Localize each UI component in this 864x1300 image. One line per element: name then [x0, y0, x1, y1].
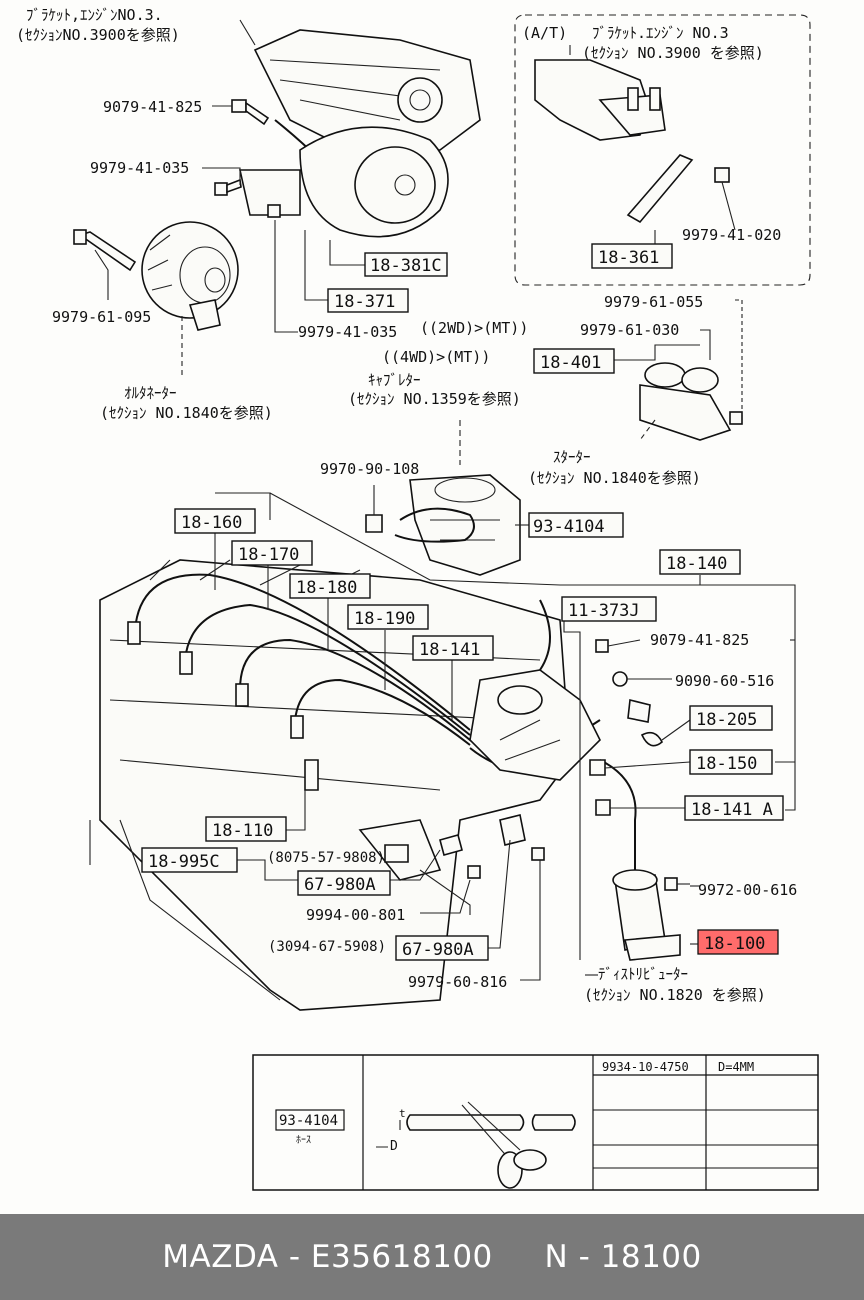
footer-separator: - [278, 1239, 311, 1275]
table-header-part: 9934-10-4750 [602, 1060, 689, 1074]
callout-bolt-9979-60-816: 9979-60-816 [408, 973, 507, 991]
callout-bolt-9979-41-035-mid: 9979-41-035 [298, 323, 397, 341]
at-variant-box [514, 14, 811, 286]
callout-distributor: ﾃﾞｨｽﾄﾘﾋﾞｭｰﾀｰ [598, 965, 688, 983]
callout-clip-9970-90-108: 9970-90-108 [320, 460, 419, 478]
box-18-150: 18-150 [696, 754, 757, 774]
carburetor-drawing [365, 420, 521, 576]
box-67-980a-1: 67-980A [304, 875, 376, 895]
callout-starter: ｽﾀｰﾀｰ [553, 448, 591, 466]
alternator-drawing [141, 221, 239, 331]
callout-bolt-9994-00-801: 9994-00-801 [306, 906, 405, 924]
callout-bracket-engine-no3: ﾌﾞﾗｹｯﾄ,ｴﾝｼﾞﾝNO.3. [26, 6, 163, 24]
table-header-dim: D=4MM [718, 1060, 754, 1074]
footer-brand: MAZDA [162, 1239, 279, 1275]
callout-at-label: (A/T) [522, 24, 567, 42]
callout-note-3094: (3094-67-5908) [268, 939, 386, 955]
callout-bolt-9979-61-095: 9979-61-095 [52, 308, 151, 326]
table-dim-d: D [390, 1139, 398, 1154]
parts-diagram: ﾌﾞﾗｹｯﾄ,ｴﾝｼﾞﾝNO.3. (ｾｸｼｮﾝNO.3900を参照) 9079… [16, 6, 819, 1191]
box-18-160: 18-160 [181, 513, 242, 533]
callout-bolt-9079-41-825-top: 9079-41-825 [103, 98, 202, 116]
box-18-371: 18-371 [334, 292, 395, 312]
distributor-cap-drawing [469, 599, 601, 781]
box-11-373j: 11-373J [568, 601, 640, 621]
box-18-141a: 18-141 A [691, 800, 773, 820]
callout-bolt-9079-41-825-low: 9079-41-825 [650, 631, 749, 649]
box-18-381c: 18-381C [370, 256, 442, 276]
callout-note-4wd-mt: ((4WD)>(MT)) [382, 348, 490, 366]
box-67-980a-2: 67-980A [402, 940, 474, 960]
ignition-coil-drawing [599, 759, 690, 961]
box-18-110: 18-110 [212, 821, 273, 841]
callout-nut-9090-60-516: 9090-60-516 [675, 672, 774, 690]
starter-drawing [612, 299, 743, 441]
lower-brackets-drawing [358, 814, 545, 915]
footer-gap [493, 1239, 545, 1275]
callout-bracket-engine-no3-at: ﾌﾞﾗｹｯﾄ.ｴﾝｼﾞﾝ NO.3 [592, 24, 729, 42]
box-18-190: 18-190 [354, 609, 415, 629]
footer-bar: MAZDA - E35618100 N - 18100 [0, 1214, 864, 1300]
boxed-part-numbers: 18-381C 18-371 18-361 18-401 93-4104 18-… [141, 243, 784, 961]
footer-ref: N - 18100 [544, 1239, 702, 1275]
callout-bracket-engine-no3-ref: (ｾｸｼｮﾝNO.3900を参照) [16, 26, 180, 44]
small-right-parts [589, 639, 691, 816]
long-bolt-drawing [73, 229, 137, 272]
box-18-995c: 18-995C [148, 852, 220, 872]
callout-bolt-9979-61-030: 9979-61-030 [580, 321, 679, 339]
box-18-140: 18-140 [666, 554, 727, 574]
callout-bolt-9979-41-020: 9979-41-020 [682, 226, 781, 244]
callout-bolt-9972-00-616: 9972-00-616 [698, 881, 797, 899]
callout-alternator: ｵﾙﾀﾈｰﾀｰ [124, 384, 177, 402]
callout-bracket-engine-no3-at-ref: (ｾｸｼｮﾝ NO.3900 を参照) [582, 44, 764, 62]
box-18-401: 18-401 [540, 353, 601, 373]
callout-note-2wd-mt: ((2WD)>(MT)) [420, 319, 528, 337]
table-part-box: 93-4104 [279, 1113, 338, 1129]
callout-carburetor: ｷｬﾌﾞﾚﾀｰ [368, 371, 421, 389]
callout-alternator-ref: (ｾｸｼｮﾝ NO.1840を参照) [100, 404, 273, 422]
callout-carburetor-ref: (ｾｸｼｮﾝ NO.1359を参照) [348, 390, 521, 408]
callout-note-8075: (8075-57-9808) [267, 850, 385, 866]
box-18-361: 18-361 [598, 248, 659, 268]
table-dim-t: t [399, 1107, 406, 1120]
box-18-180: 18-180 [296, 578, 357, 598]
leaders-top-left [94, 19, 365, 375]
engine-bracket-drawing [239, 29, 481, 238]
callout-starter-ref: (ｾｸｼｮﾝ NO.1840を参照) [528, 469, 701, 487]
box-18-141: 18-141 [419, 640, 480, 660]
box-18-170: 18-170 [238, 545, 299, 565]
footer-catalog-number: E35618100 [310, 1239, 493, 1275]
table-part-box-sub: ﾎｰｽ [296, 1134, 311, 1146]
callout-labels: ﾌﾞﾗｹｯﾄ,ｴﾝｼﾞﾝNO.3. (ｾｸｼｮﾝNO.3900を参照) 9079… [16, 6, 797, 1004]
small-bolts-top [214, 99, 281, 218]
callout-distributor-ref: (ｾｸｼｮﾝ NO.1820 を参照) [584, 986, 766, 1004]
callout-bolt-9979-41-035-top: 9979-41-035 [90, 159, 189, 177]
hose-table: 93-4104 ﾎｰｽ 9934-10-4750 D=4MM t D [252, 1054, 819, 1191]
box-93-4104: 93-4104 [533, 517, 605, 537]
box-18-100: 18-100 [704, 934, 765, 954]
highlight-box-18-100 [697, 929, 779, 955]
box-18-205: 18-205 [696, 710, 757, 730]
callout-bolt-9979-61-055: 9979-61-055 [604, 293, 703, 311]
